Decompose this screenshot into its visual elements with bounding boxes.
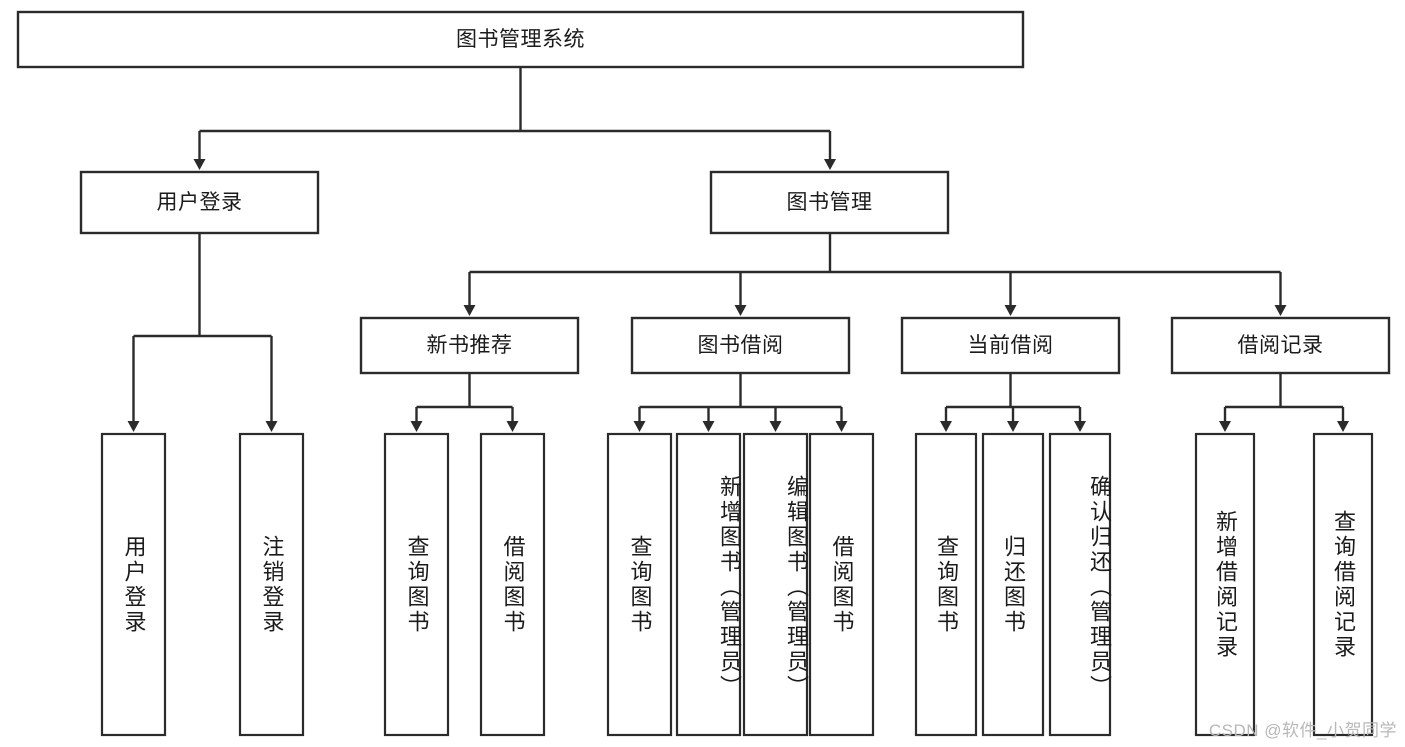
connector-current-borrow-to-leaves (940, 373, 1086, 432)
level3-node-box-current-borrow[interactable] (900, 316, 1121, 375)
connector-user-login-to-leaves (127, 233, 278, 432)
level3-node-box-book-borrow[interactable] (630, 316, 851, 375)
connector-book-borrow-to-leaves (633, 373, 848, 432)
level2-node-box-user-login[interactable] (79, 170, 320, 235)
level2-node-box-book-management[interactable] (709, 170, 950, 235)
connector-book-management-to-level3 (463, 233, 1287, 316)
connector-new-book-recommend-to-leaves (410, 373, 519, 432)
connector-root-to-level2 (193, 67, 836, 170)
level3-node-box-new-book-recommend[interactable] (359, 316, 580, 375)
root-node-box[interactable] (16, 10, 1025, 69)
csdn-watermark: CSDN @软件_小贺同学 (1208, 721, 1397, 740)
connector-borrow-record-to-leaves (1219, 373, 1349, 432)
level3-node-box-borrow-record[interactable] (1170, 316, 1391, 375)
leaf-node-boxes[interactable] (100, 432, 1374, 737)
